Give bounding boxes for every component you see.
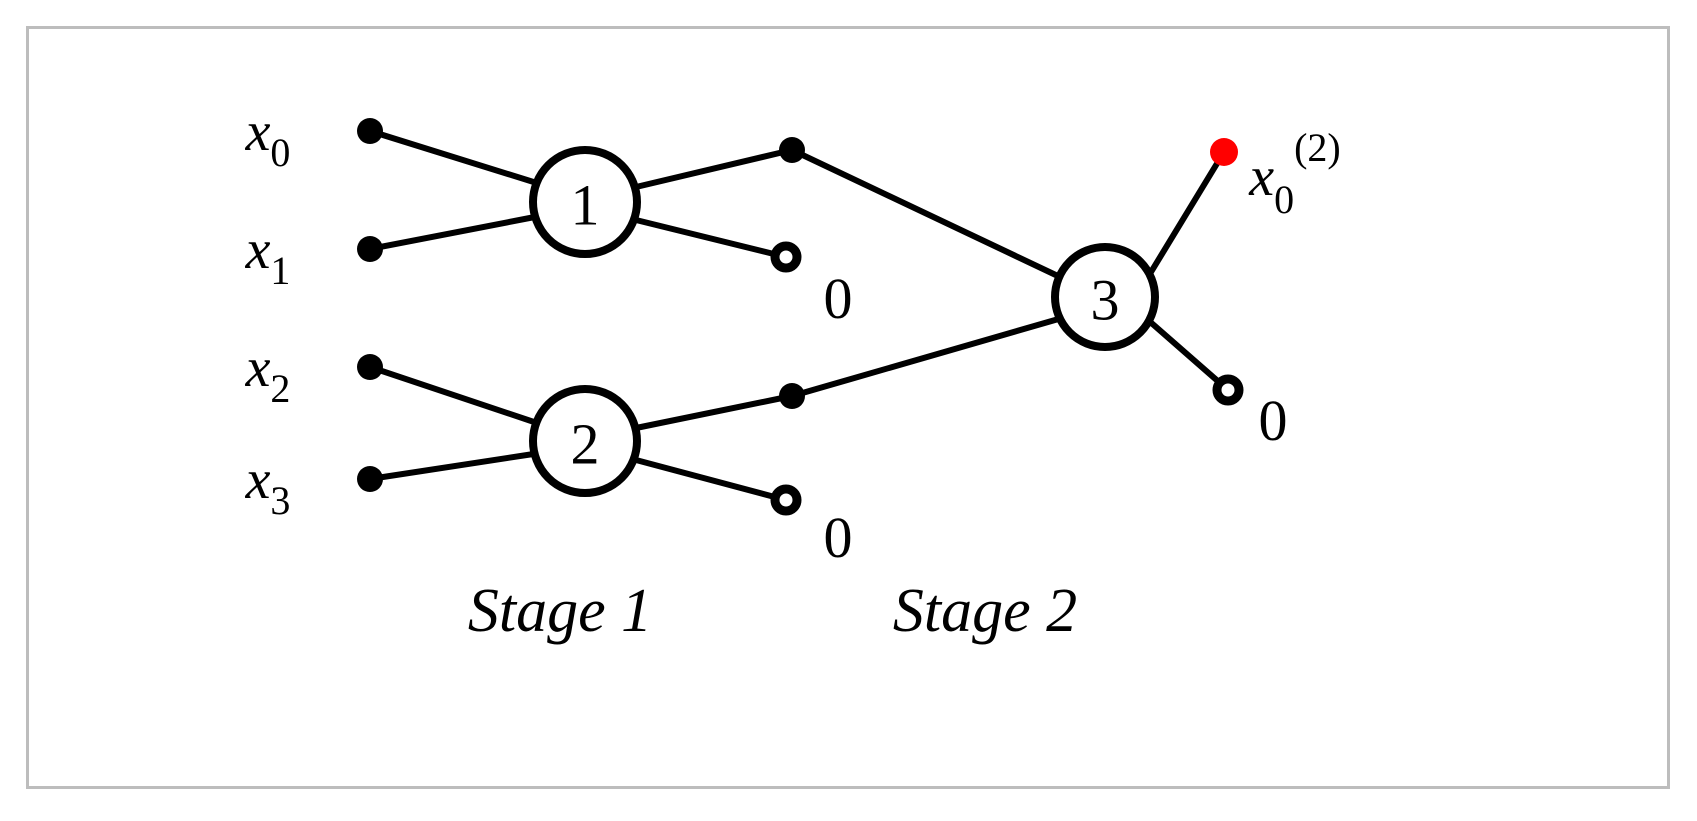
zero-label-node1: 0 [824,266,853,331]
node-1-circle[interactable] [529,146,641,258]
node3-top-output-dot-highlight[interactable] [1210,138,1238,166]
input-dot-group [357,118,383,492]
zero-label-node2: 0 [824,505,853,570]
node-3-circle[interactable] [1051,243,1159,351]
input-dot-x2[interactable] [357,354,383,380]
input-label-x3: x3 [245,449,291,523]
edge-x0-to-node1 [367,128,543,187]
edge-node1-to-top-out [633,147,795,190]
zero-label-group: 0 0 0 [824,266,1288,570]
node2-top-output-dot[interactable] [779,383,805,409]
node-2-label: 2 [571,412,600,477]
edge-node1-to-bottom-out [633,217,789,260]
node-1-label: 1 [571,173,600,238]
edge-x1-to-node1 [367,213,543,252]
edge-node2out-to-node3 [789,315,1065,399]
input-label-x1: x1 [245,219,291,293]
edge-x3-to-node2 [367,450,543,482]
edge-node2-to-top-out [633,393,795,431]
node2-bottom-output-ring[interactable] [770,484,802,516]
input-label-x0: x0 [245,101,291,175]
output-label-x0-stage2: x0(2) [1248,125,1341,222]
node1-top-output-dot[interactable] [779,137,805,163]
edge-x2-to-node2 [367,364,543,427]
figure-frame [26,26,1670,789]
edge-group [367,128,1231,503]
input-label-x2: x2 [245,337,291,411]
stage-label-group: Stage 1 Stage 2 [468,577,1077,645]
input-label-group: x0 x1 x2 x3 [245,101,291,523]
stage-2-label: Stage 2 [893,577,1077,645]
output-dot-group [770,137,1244,516]
input-dot-x1[interactable] [357,236,383,262]
node1-bottom-output-ring[interactable] [770,241,802,273]
node-3-label: 3 [1091,268,1120,333]
edge-node3-to-bottom-out [1145,317,1231,393]
input-dot-x0[interactable] [357,118,383,144]
zero-label-node3: 0 [1259,388,1288,453]
node-group: 1 2 3 [529,146,1159,497]
input-dot-x3[interactable] [357,466,383,492]
node3-bottom-output-ring[interactable] [1212,374,1244,406]
node-2-circle[interactable] [529,385,641,497]
edge-node3-to-red-out [1145,149,1227,280]
edge-node1out-to-node3 [789,147,1063,280]
highlight-output-label: x0(2) [1248,125,1341,222]
stage-1-label: Stage 1 [468,577,652,645]
edge-node2-to-bottom-out [633,457,789,503]
